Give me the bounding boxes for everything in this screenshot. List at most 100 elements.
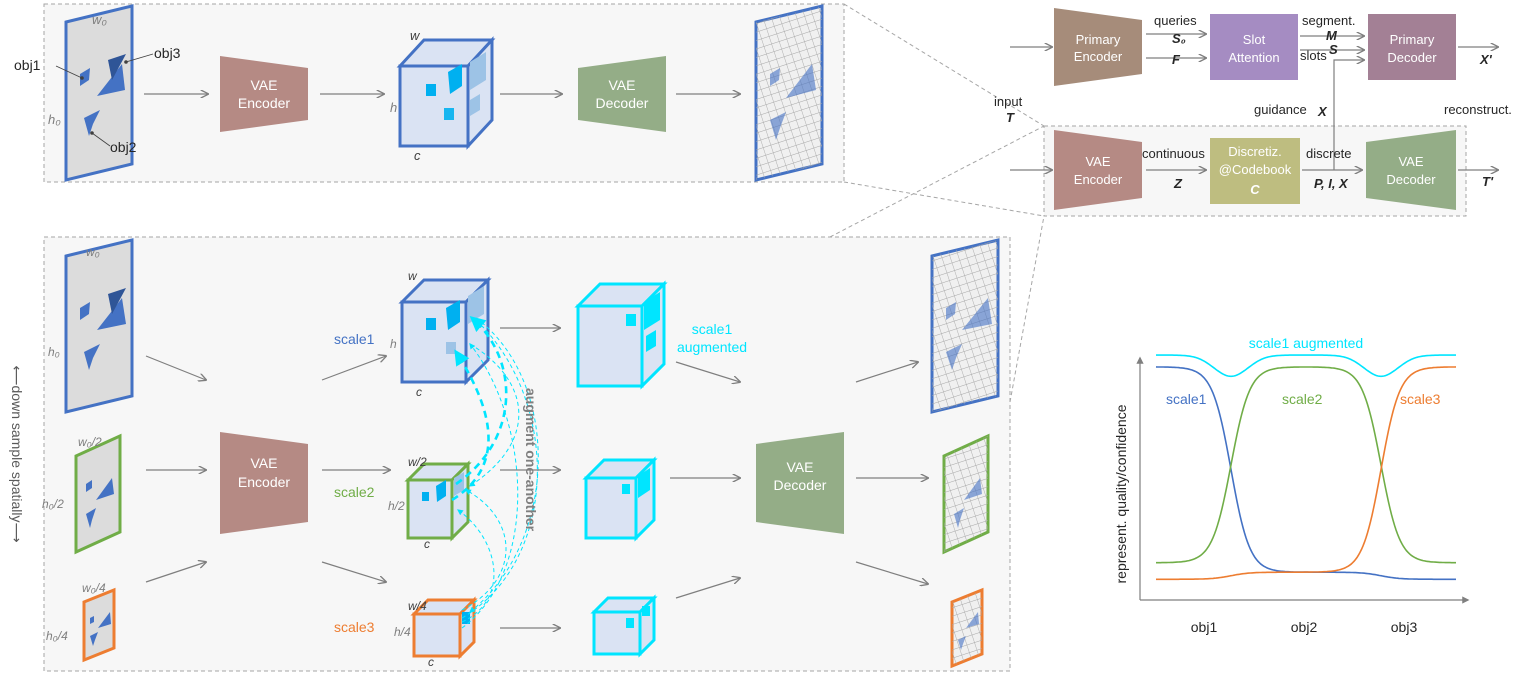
scale2-augmented-cube <box>582 456 658 542</box>
pipeline-vae-decoder: VAE Decoder <box>1366 130 1456 210</box>
scale3-cube: w/4 h/4 c <box>394 596 478 669</box>
obj2-shape <box>84 110 100 136</box>
codebook-symbol: C <box>1250 182 1260 197</box>
scale2-label: scale2 <box>334 484 375 500</box>
row1-h-label: h₀ <box>48 345 60 359</box>
scale3-augmented-cube <box>590 594 658 658</box>
primary-decoder-line1: Primary <box>1390 32 1435 47</box>
row2-w-label: w₀/2 <box>78 435 102 449</box>
bottom-vae-encoder-line2: Encoder <box>238 474 290 490</box>
series-line-scale2 <box>1156 366 1456 564</box>
discretize-line1: Discretiz. <box>1228 144 1281 159</box>
zoom-lines <box>829 3 1045 403</box>
augment-curves <box>451 315 539 629</box>
scale1-cube-w: w <box>408 269 418 283</box>
decoder-output-arrows <box>855 362 928 584</box>
x-prime-symbol: X' <box>1479 52 1493 67</box>
scale-to-augmented-arrows <box>500 328 560 628</box>
top-vae-encoder-line2: Encoder <box>238 95 290 111</box>
series-line-scale3 <box>1156 366 1457 581</box>
row2-input-image: w₀/2 h₀/2 <box>42 433 122 555</box>
row1-output-image <box>930 238 1000 414</box>
bottom-input-arrows <box>145 355 206 583</box>
top-reconstructed-image <box>754 4 824 182</box>
slot-attention: Slot Attention <box>1210 14 1298 80</box>
pipeline-vae-encoder-line2: Encoder <box>1074 172 1123 187</box>
queries-label: queries <box>1154 13 1197 28</box>
scale1-label: scale1 <box>334 331 375 347</box>
series-line-scale1-augmented <box>1156 354 1456 378</box>
top-cube-h: h <box>390 100 397 115</box>
queries-symbol: S₀ <box>1172 31 1186 46</box>
obj3-label: obj3 <box>154 45 181 61</box>
top-vae-decoder-line1: VAE <box>609 77 636 93</box>
bottom-vae-encoder: VAE Encoder <box>220 432 308 534</box>
scale3-cube-w: w/4 <box>408 599 427 613</box>
series-label-scale3: scale3 <box>1400 391 1441 407</box>
reconstruct-label: reconstruct. <box>1444 102 1512 117</box>
chart-y-label: represent. quality/confidence <box>1113 404 1129 583</box>
top-vae-decoder-line2: Decoder <box>596 95 649 111</box>
top-vae-encoder-line1: VAE <box>251 77 278 93</box>
scale3-label: scale3 <box>334 619 375 635</box>
slot-attention-line1: Slot <box>1243 32 1266 47</box>
top-input-image: w₀ h₀ obj1 obj3 obj2 <box>14 4 181 182</box>
top-cube-w: w <box>410 28 421 43</box>
bottom-vae-decoder-line1: VAE <box>787 459 814 475</box>
slots-symbol: S <box>1329 42 1338 57</box>
augmented-label-line2: augmented <box>677 339 747 355</box>
guidance-label: guidance <box>1254 102 1307 117</box>
scale3-cube-h: h/4 <box>394 625 411 639</box>
continuous-symbol: Z <box>1173 176 1183 191</box>
encoder-to-scale-arrows <box>321 356 390 582</box>
scale2-cube: w/2 h/2 c <box>388 455 472 551</box>
discrete-label: discrete <box>1306 146 1352 161</box>
top-vae-encoder: VAE Encoder <box>220 56 308 132</box>
augmented-to-decoder-arrows <box>670 361 740 599</box>
top-cube-c: c <box>414 148 421 163</box>
scale2-cube-h: h/2 <box>388 499 405 513</box>
obj1-label: obj1 <box>14 57 41 73</box>
row2-output-image <box>942 433 990 555</box>
chart-tick-obj1: obj1 <box>1191 619 1218 635</box>
chart-tick-obj3: obj3 <box>1391 619 1418 635</box>
guidance-arrow <box>1333 60 1364 170</box>
row1-input-image: w₀ h₀ <box>48 238 134 414</box>
features-symbol: F <box>1172 52 1181 67</box>
pipeline-vae-encoder: VAE Encoder <box>1054 130 1142 210</box>
top-w0-label: w₀ <box>92 12 107 27</box>
primary-decoder-line2: Decoder <box>1387 50 1437 65</box>
series-label-scale1-augmented: scale1 augmented <box>1249 335 1363 351</box>
primary-encoder: Primary Encoder <box>1054 8 1142 86</box>
series-label-scale2: scale2 <box>1282 391 1323 407</box>
row2-h-label: h₀/2 <box>42 497 64 511</box>
guidance-symbol: X <box>1317 104 1328 119</box>
scale2-cube-c: c <box>424 537 430 551</box>
scale1-cube: w h c <box>390 269 492 399</box>
bottom-vae-encoder-line1: VAE <box>251 455 278 471</box>
primary-encoder-line2: Encoder <box>1074 49 1123 64</box>
slot-attention-line2: Attention <box>1228 50 1279 65</box>
row3-input-image: w₀/4 h₀/4 <box>46 581 116 663</box>
top-latent-cube: w h c <box>390 28 496 163</box>
pipeline-input-symbol: T <box>1006 110 1015 125</box>
segment-symbol: M <box>1326 28 1338 43</box>
row3-output-image <box>950 587 984 669</box>
pipeline-vae-decoder-line2: Decoder <box>1386 172 1436 187</box>
scale3-cube-c: c <box>428 655 434 669</box>
downsample-label: ⟵down sample spatially⟶ <box>9 365 25 542</box>
obj3-shape <box>97 64 125 96</box>
scale2-cube-w: w/2 <box>408 455 427 469</box>
discretize-line2: @Codebook <box>1219 162 1292 177</box>
scale1-cube-h: h <box>390 337 397 351</box>
top-h0-label: h₀ <box>48 112 61 127</box>
scale1-cube-c: c <box>416 385 422 399</box>
augment-label: augment one-another <box>523 388 539 532</box>
primary-encoder-line1: Primary <box>1076 32 1121 47</box>
row1-w-label: w₀ <box>86 245 100 259</box>
slots-label: slots <box>1300 48 1327 63</box>
series-label-scale1: scale1 <box>1166 391 1207 407</box>
segment-label: segment. <box>1302 13 1355 28</box>
discretize-codebook: Discretiz. @Codebook C <box>1210 138 1300 204</box>
